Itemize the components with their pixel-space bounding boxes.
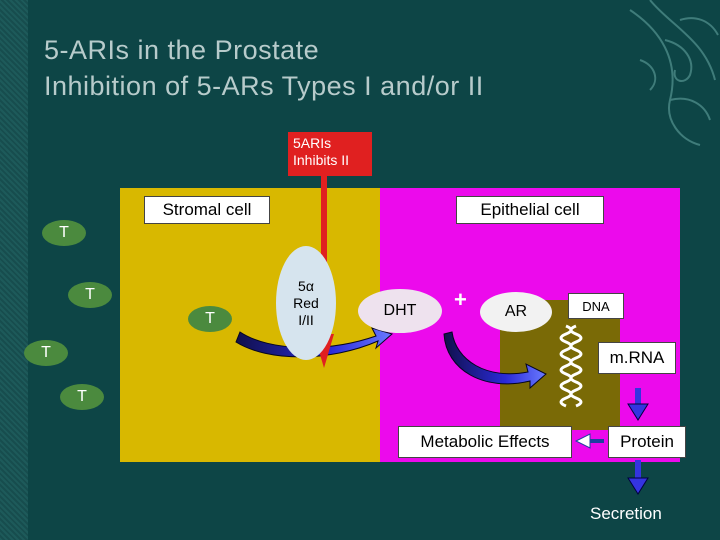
slide-title: 5-ARIs in the Prostate Inhibition of 5-A…: [44, 32, 484, 104]
dht-molecule: DHT: [358, 289, 442, 333]
enzyme-line-3: I/II: [298, 311, 314, 328]
stromal-curved-arrow: [235, 327, 394, 358]
epithelial-curved-arrow: [443, 331, 547, 390]
testosterone-marker: T: [68, 282, 112, 308]
plus-sign: +: [454, 287, 467, 312]
5-alpha-reductase-enzyme: 5α Red I/II: [276, 246, 336, 360]
mrna-label: m.RNA: [598, 342, 676, 374]
testosterone-marker: T: [60, 384, 104, 410]
title-line-2: Inhibition of 5-ARs Types I and/or II: [44, 71, 484, 101]
inhibitor-line-2: Inhibits II: [293, 152, 350, 168]
dna-label: DNA: [568, 293, 624, 319]
title-line-1: 5-ARIs in the Prostate: [44, 35, 320, 65]
stromal-cell-label: Stromal cell: [144, 196, 270, 224]
inhibitor-box: 5ARIs Inhibits II: [288, 132, 372, 176]
enzyme-line-2: Red: [293, 294, 319, 311]
testosterone-marker: T: [24, 340, 68, 366]
stromal-cell-region: [120, 188, 380, 462]
decorative-left-band: [0, 0, 28, 540]
testosterone-marker: T: [188, 306, 232, 332]
metabolic-effects-label: Metabolic Effects: [398, 426, 572, 458]
enzyme-line-1: 5α: [298, 277, 314, 294]
secretion-label: Secretion: [590, 504, 662, 523]
decorative-swirl-ornament: [629, 0, 719, 146]
epithelial-cell-label: Epithelial cell: [456, 196, 604, 224]
androgen-receptor: AR: [480, 292, 552, 332]
testosterone-marker: T: [42, 220, 86, 246]
inhibitor-line-1: 5ARIs: [293, 135, 332, 151]
protein-label: Protein: [608, 426, 686, 458]
